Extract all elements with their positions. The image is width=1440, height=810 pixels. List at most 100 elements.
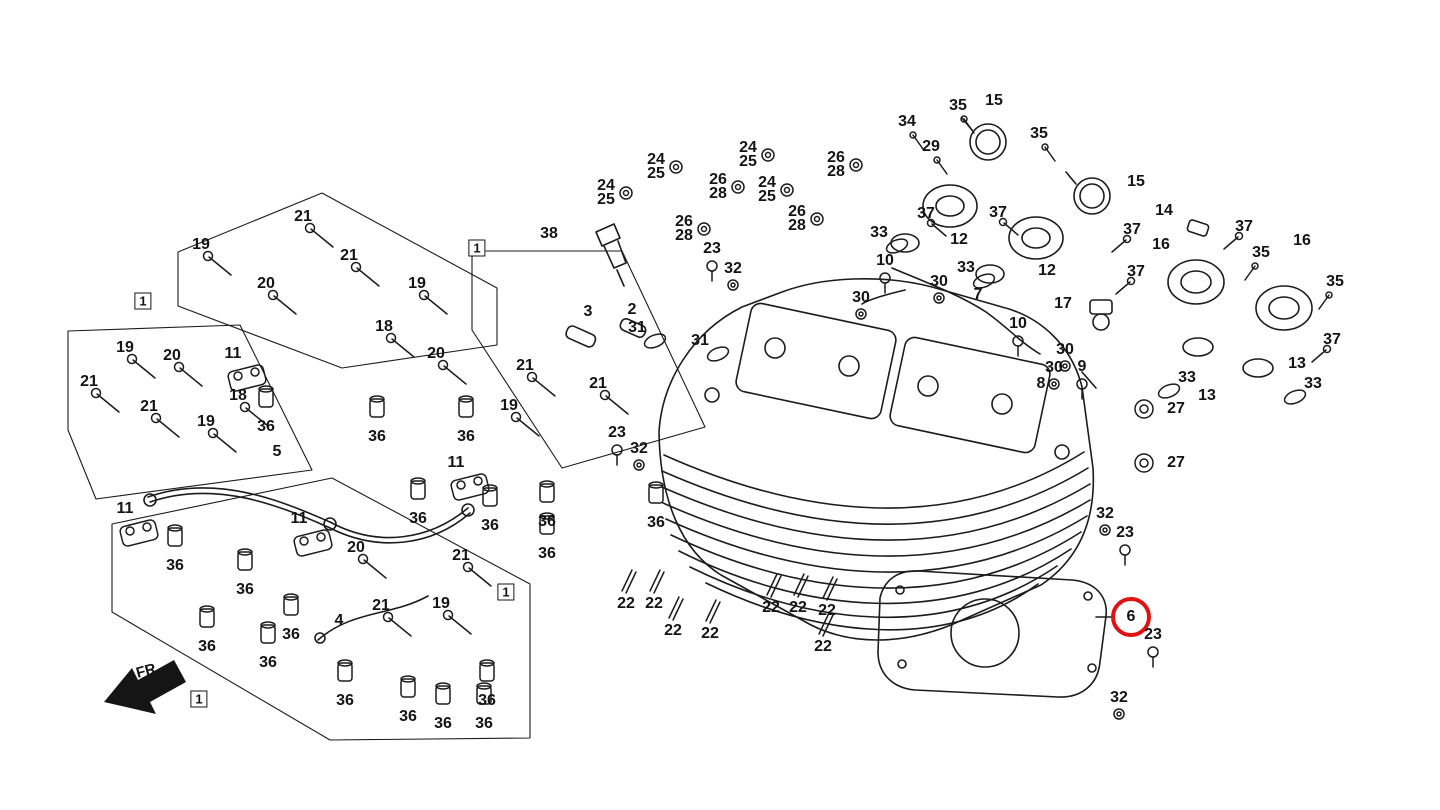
part-label[interactable]: 21 bbox=[589, 375, 607, 392]
part-label[interactable]: 34 bbox=[898, 113, 916, 130]
part-label[interactable]: 20 bbox=[163, 347, 181, 364]
part-label[interactable]: 16 bbox=[1152, 236, 1170, 253]
part-label[interactable]: 36 bbox=[409, 510, 427, 527]
part-label[interactable]: 36 bbox=[647, 514, 665, 531]
part-label[interactable]: 9 bbox=[1077, 358, 1087, 375]
part-label[interactable]: 28 bbox=[675, 227, 693, 244]
part-label[interactable]: 23 bbox=[1116, 524, 1134, 541]
part-label[interactable]: 22 bbox=[701, 625, 719, 642]
part-label[interactable]: 36 bbox=[236, 581, 254, 598]
part-label[interactable]: 36 bbox=[399, 708, 417, 725]
assembly-group-badge[interactable]: 1 bbox=[468, 239, 486, 257]
part-label[interactable]: 8 bbox=[1036, 375, 1046, 392]
part-label[interactable]: 21 bbox=[340, 247, 358, 264]
part-label[interactable]: 28 bbox=[827, 163, 845, 180]
part-label[interactable]: 33 bbox=[870, 224, 888, 241]
part-label[interactable]: 18 bbox=[229, 387, 247, 404]
part-label[interactable]: 36 bbox=[481, 517, 499, 534]
part-label[interactable]: 25 bbox=[597, 191, 615, 208]
part-label[interactable]: 37 bbox=[1123, 221, 1141, 238]
part-label[interactable]: 32 bbox=[724, 260, 742, 277]
part-label[interactable]: 36 bbox=[336, 692, 354, 709]
part-label[interactable]: 14 bbox=[1155, 202, 1173, 219]
part-label[interactable]: 22 bbox=[814, 638, 832, 655]
part-label[interactable]: 20 bbox=[257, 275, 275, 292]
highlighted-part-label[interactable]: 6 bbox=[1111, 597, 1151, 637]
part-label[interactable]: 37 bbox=[917, 205, 935, 222]
part-label[interactable]: 35 bbox=[1030, 125, 1048, 142]
part-label[interactable]: 37 bbox=[1235, 218, 1253, 235]
part-label[interactable]: 36 bbox=[478, 692, 496, 709]
part-label[interactable]: 19 bbox=[192, 236, 210, 253]
part-label[interactable]: 25 bbox=[647, 165, 665, 182]
part-label[interactable]: 23 bbox=[703, 240, 721, 257]
part-label[interactable]: 36 bbox=[434, 715, 452, 732]
part-label[interactable]: 30 bbox=[1056, 341, 1074, 358]
part-label[interactable]: 20 bbox=[347, 539, 365, 556]
part-label[interactable]: 27 bbox=[1167, 400, 1185, 417]
part-label[interactable]: 21 bbox=[294, 208, 312, 225]
part-label[interactable]: 36 bbox=[166, 557, 184, 574]
part-label[interactable]: 37 bbox=[989, 204, 1007, 221]
part-label[interactable]: 33 bbox=[957, 259, 975, 276]
part-label[interactable]: 21 bbox=[516, 357, 534, 374]
part-label[interactable]: 26 bbox=[788, 203, 806, 220]
part-label[interactable]: 35 bbox=[1326, 273, 1344, 290]
part-label[interactable]: 33 bbox=[1304, 375, 1322, 392]
part-label[interactable]: 32 bbox=[630, 440, 648, 457]
part-label[interactable]: 35 bbox=[949, 97, 967, 114]
part-label[interactable]: 27 bbox=[1167, 454, 1185, 471]
part-label[interactable]: 11 bbox=[116, 500, 134, 517]
part-label[interactable]: 26 bbox=[827, 149, 845, 166]
part-label[interactable]: 12 bbox=[1038, 262, 1056, 279]
part-label[interactable]: 3 bbox=[583, 303, 593, 320]
part-label[interactable]: 38 bbox=[540, 225, 558, 242]
part-label[interactable]: 31 bbox=[691, 332, 709, 349]
part-label[interactable]: 11 bbox=[224, 345, 242, 362]
part-label[interactable]: 19 bbox=[500, 397, 518, 414]
part-label[interactable]: 16 bbox=[1293, 232, 1311, 249]
part-label[interactable]: 36 bbox=[257, 418, 275, 435]
part-label[interactable]: 36 bbox=[538, 513, 556, 530]
part-label[interactable]: 18 bbox=[375, 318, 393, 335]
part-label[interactable]: 20 bbox=[427, 345, 445, 362]
part-label[interactable]: 22 bbox=[789, 599, 807, 616]
part-label[interactable]: 31 bbox=[628, 319, 646, 336]
part-label[interactable]: 19 bbox=[116, 339, 134, 356]
assembly-group-badge[interactable]: 1 bbox=[134, 292, 152, 310]
part-label[interactable]: 21 bbox=[140, 398, 158, 415]
part-label[interactable]: 37 bbox=[1323, 331, 1341, 348]
assembly-group-badge[interactable]: 1 bbox=[497, 583, 515, 601]
part-label[interactable]: 2 bbox=[627, 301, 637, 318]
part-label[interactable]: 22 bbox=[617, 595, 635, 612]
part-label[interactable]: 22 bbox=[818, 602, 836, 619]
part-label[interactable]: 36 bbox=[475, 715, 493, 732]
part-label[interactable]: 36 bbox=[368, 428, 386, 445]
part-label[interactable]: 21 bbox=[452, 547, 470, 564]
part-label[interactable]: 29 bbox=[922, 138, 940, 155]
part-label[interactable]: 5 bbox=[272, 443, 282, 460]
part-label[interactable]: 36 bbox=[282, 626, 300, 643]
part-label[interactable]: 13 bbox=[1198, 387, 1216, 404]
part-label[interactable]: 24 bbox=[647, 151, 665, 168]
part-label[interactable]: 26 bbox=[709, 171, 727, 188]
part-label[interactable]: 13 bbox=[1288, 355, 1306, 372]
part-label[interactable]: 19 bbox=[432, 595, 450, 612]
part-label[interactable]: 15 bbox=[1127, 173, 1145, 190]
part-label[interactable]: 24 bbox=[758, 174, 776, 191]
part-label[interactable]: 10 bbox=[1009, 315, 1027, 332]
part-label[interactable]: 22 bbox=[645, 595, 663, 612]
part-label[interactable]: 28 bbox=[709, 185, 727, 202]
part-label[interactable]: 32 bbox=[1096, 505, 1114, 522]
part-label[interactable]: 23 bbox=[1144, 626, 1162, 643]
part-label[interactable]: 24 bbox=[739, 139, 757, 156]
part-label[interactable]: 22 bbox=[762, 599, 780, 616]
part-label[interactable]: 30 bbox=[1045, 359, 1063, 376]
part-label[interactable]: 28 bbox=[788, 217, 806, 234]
part-label[interactable]: 21 bbox=[372, 597, 390, 614]
assembly-group-badge[interactable]: 1 bbox=[190, 690, 208, 708]
part-label[interactable]: 25 bbox=[739, 153, 757, 170]
part-label[interactable]: 19 bbox=[197, 413, 215, 430]
part-label[interactable]: 30 bbox=[930, 273, 948, 290]
part-label[interactable]: 36 bbox=[457, 428, 475, 445]
